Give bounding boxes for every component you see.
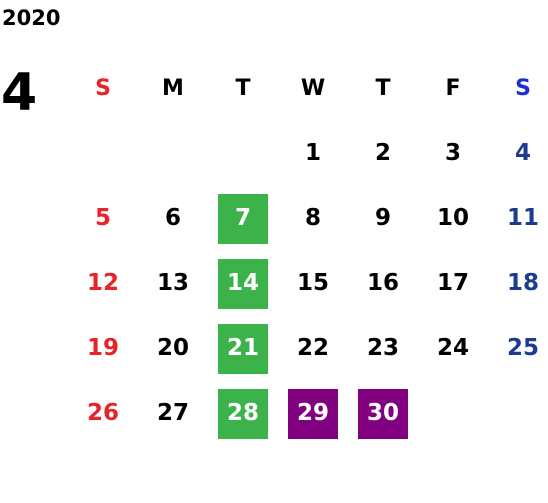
day-cell[interactable]: 16	[348, 251, 418, 316]
year-label: 2020	[2, 6, 61, 30]
day-cell[interactable]: 7	[208, 186, 278, 251]
day-cell[interactable]: 24	[418, 316, 488, 381]
weekday-header-thu: T	[375, 75, 391, 101]
day-number-highlighted[interactable]: 14	[218, 258, 268, 309]
day-number[interactable]: 23	[366, 335, 399, 361]
day-number[interactable]: 17	[436, 270, 469, 296]
day-cell-empty	[68, 121, 138, 186]
day-number[interactable]: 8	[304, 205, 321, 231]
weekday-header-mon: M	[162, 75, 184, 101]
day-cell[interactable]: 14	[208, 251, 278, 316]
month-label: 4	[1, 63, 38, 123]
day-number[interactable]: 6	[164, 205, 181, 231]
day-number[interactable]: 19	[86, 335, 119, 361]
day-cell[interactable]: 21	[208, 316, 278, 381]
day-number[interactable]: 18	[506, 270, 539, 296]
day-cell[interactable]: 30	[348, 381, 418, 446]
day-cell[interactable]: 29	[278, 381, 348, 446]
day-cell-sunday[interactable]: 19	[68, 316, 138, 381]
day-cell[interactable]: 15	[278, 251, 348, 316]
day-number-highlighted-purple[interactable]: 29	[288, 388, 338, 439]
day-cell-empty	[138, 121, 208, 186]
weekday-header-tue: T	[235, 75, 251, 101]
day-number[interactable]: 10	[436, 205, 469, 231]
day-number[interactable]: 20	[156, 335, 189, 361]
day-number[interactable]: 2	[374, 140, 391, 166]
day-number[interactable]: 1	[304, 140, 321, 166]
day-cell[interactable]: 6	[138, 186, 208, 251]
day-number[interactable]: 9	[374, 205, 391, 231]
day-number[interactable]: 3	[444, 140, 461, 166]
calendar-grid: S M T W T F S 1 2 3 4 5 6 7 8 9 10 11 12…	[68, 56, 548, 446]
day-cell[interactable]: 2	[348, 121, 418, 186]
day-cell[interactable]: 23	[348, 316, 418, 381]
day-number[interactable]: 15	[296, 270, 329, 296]
day-cell[interactable]: 1	[278, 121, 348, 186]
day-cell-saturday[interactable]: 4	[488, 121, 548, 186]
day-cell-sunday[interactable]: 12	[68, 251, 138, 316]
day-cell[interactable]: 28	[208, 381, 278, 446]
day-cell[interactable]: 9	[348, 186, 418, 251]
day-cell[interactable]: 20	[138, 316, 208, 381]
day-cell-sunday[interactable]: 26	[68, 381, 138, 446]
day-number[interactable]: 26	[86, 400, 119, 426]
day-number[interactable]: 24	[436, 335, 469, 361]
day-number-highlighted[interactable]: 28	[218, 388, 268, 439]
day-cell-saturday[interactable]: 11	[488, 186, 548, 251]
day-cell-empty	[488, 381, 548, 446]
day-cell-sunday[interactable]: 5	[68, 186, 138, 251]
day-cell[interactable]: 8	[278, 186, 348, 251]
day-cell[interactable]: 10	[418, 186, 488, 251]
day-number[interactable]: 22	[296, 335, 329, 361]
day-cell[interactable]: 27	[138, 381, 208, 446]
day-cell[interactable]: 22	[278, 316, 348, 381]
weekday-header-sun: S	[95, 75, 111, 101]
day-cell-empty	[208, 121, 278, 186]
day-number[interactable]: 25	[506, 335, 539, 361]
day-number[interactable]: 12	[86, 270, 119, 296]
weekday-header-fri: F	[445, 75, 461, 101]
day-cell[interactable]: 3	[418, 121, 488, 186]
day-number[interactable]: 27	[156, 400, 189, 426]
day-cell-saturday[interactable]: 18	[488, 251, 548, 316]
day-number[interactable]: 5	[94, 205, 111, 231]
day-number-highlighted-purple[interactable]: 30	[358, 388, 408, 439]
day-number[interactable]: 16	[366, 270, 399, 296]
day-number[interactable]: 13	[156, 270, 189, 296]
day-cell-empty	[418, 381, 488, 446]
day-cell[interactable]: 13	[138, 251, 208, 316]
day-number-highlighted[interactable]: 7	[218, 193, 268, 244]
weekday-header-wed: W	[300, 75, 326, 101]
weekday-header-sat: S	[515, 75, 531, 101]
day-cell[interactable]: 17	[418, 251, 488, 316]
day-number-highlighted[interactable]: 21	[218, 323, 268, 374]
day-number[interactable]: 11	[506, 205, 539, 231]
day-cell-saturday[interactable]: 25	[488, 316, 548, 381]
day-number[interactable]: 4	[514, 140, 531, 166]
